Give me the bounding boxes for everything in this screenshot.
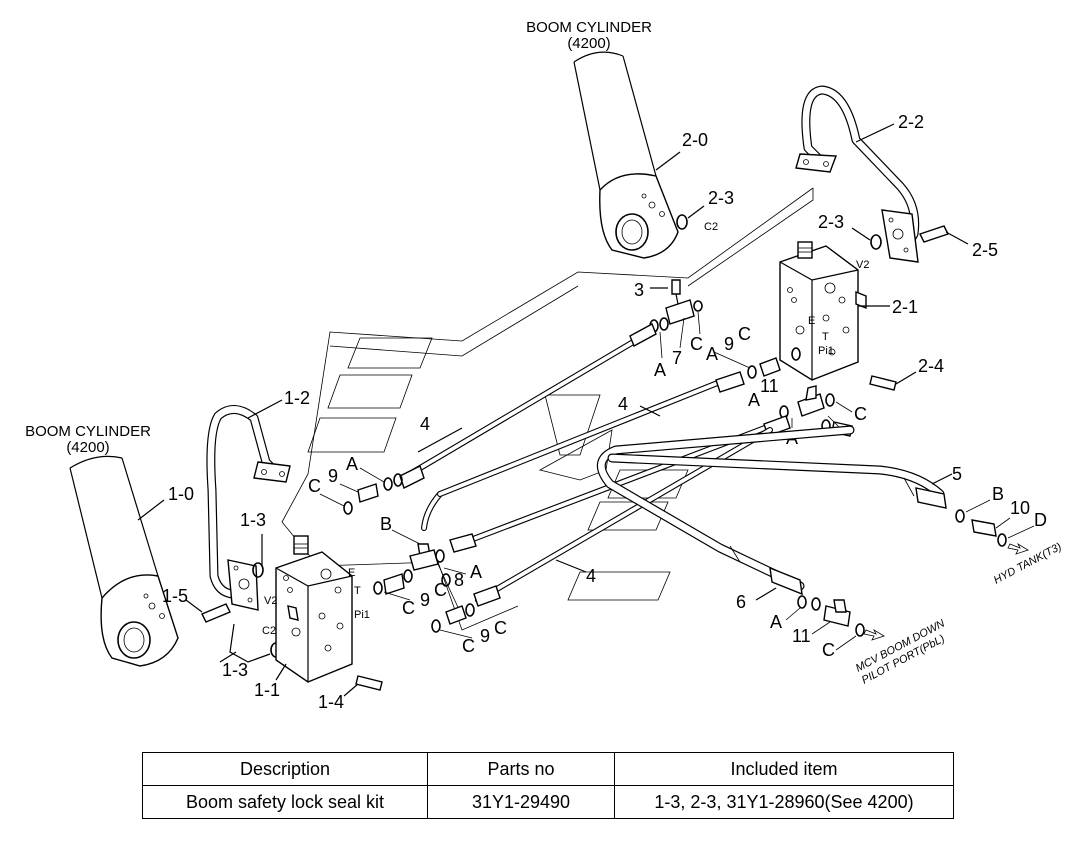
port-t-right: T bbox=[822, 331, 829, 343]
ring-label-a2: A bbox=[706, 344, 718, 364]
ring-label-c9: C bbox=[494, 618, 507, 638]
callout-2-3a: 2-3 bbox=[708, 188, 734, 208]
safety-valve-left: V2 E T Pi1 1-1 1-4 bbox=[254, 535, 383, 712]
cell-parts-no: 31Y1-29490 bbox=[427, 785, 615, 819]
ring-label-a5: A bbox=[770, 612, 782, 632]
note-hyd-tank: HYD TANK(T3) bbox=[992, 541, 1064, 587]
callout-1-4: 1-4 bbox=[318, 692, 344, 712]
cyl-right-title: BOOM CYLINDER bbox=[526, 19, 652, 36]
callout-3: 3 bbox=[634, 280, 644, 300]
boom-cylinder-left: BOOM CYLINDER (4200) 1-0 bbox=[25, 423, 194, 667]
callout-4a: 4 bbox=[420, 414, 430, 434]
ring-label-c8: C bbox=[462, 636, 475, 656]
hoses bbox=[399, 323, 947, 607]
ring-label-b1: B bbox=[380, 514, 392, 534]
port-v2-right: V2 bbox=[856, 259, 869, 271]
ring-label-c7: C bbox=[434, 580, 447, 600]
ring-label-c2: C bbox=[738, 324, 751, 344]
callout-11a: 11 bbox=[760, 376, 779, 396]
callout-1-2: 1-2 bbox=[284, 388, 310, 408]
callout-6: 6 bbox=[736, 592, 746, 612]
port-e-left: E bbox=[348, 567, 355, 579]
callout-1-5: 1-5 bbox=[162, 586, 188, 606]
callout-10: 10 bbox=[1010, 498, 1030, 518]
callout-2-2: 2-2 bbox=[898, 112, 924, 132]
callout-9c: 9 bbox=[420, 590, 430, 610]
ring-label-a3: A bbox=[748, 390, 760, 410]
callout-1-1: 1-1 bbox=[254, 680, 280, 700]
callout-2-5: 2-5 bbox=[972, 240, 998, 260]
mcv-pilot-fittings: A 11 C MCV BOOM DOWN PILOT PORT(PbL) bbox=[770, 595, 947, 687]
ring-label-a6: A bbox=[346, 454, 358, 474]
ring-label-c3: C bbox=[854, 404, 867, 424]
table-row: Boom safety lock seal kit 31Y1-29490 1-3… bbox=[142, 785, 954, 819]
ring-label-a1: A bbox=[654, 360, 666, 380]
callout-4c: 4 bbox=[586, 566, 596, 586]
parts-table: Description Parts no Included item Boom … bbox=[142, 752, 954, 819]
parts-table-header-row: Description Parts no Included item bbox=[142, 752, 954, 786]
callout-9d: 9 bbox=[480, 626, 490, 646]
header-description: Description bbox=[142, 752, 428, 786]
port-c2-left: C2 bbox=[262, 625, 276, 637]
callout-5: 5 bbox=[952, 464, 962, 484]
header-included-item: Included item bbox=[614, 752, 954, 786]
ring-label-b2: B bbox=[992, 484, 1004, 504]
port-pi1-left: Pi1 bbox=[354, 609, 370, 621]
boom-cylinder-right: BOOM CYLINDER (4200) 2-0 2-3 C2 bbox=[526, 19, 734, 259]
cyl-right-ref: (4200) bbox=[567, 35, 610, 52]
callout-2-4: 2-4 bbox=[918, 356, 944, 376]
callout-4b: 4 bbox=[618, 394, 628, 414]
cell-description: Boom safety lock seal kit bbox=[142, 785, 428, 819]
callout-1-0: 1-0 bbox=[168, 484, 194, 504]
callout-8: 8 bbox=[454, 570, 464, 590]
callout-2-0: 2-0 bbox=[682, 130, 708, 150]
callout-11b: 11 bbox=[792, 626, 811, 646]
fittings-center: A 9 C B 8 A C 9 C C 9 C bbox=[308, 454, 507, 656]
header-parts-no: Parts no bbox=[427, 752, 615, 786]
port-t-left: T bbox=[354, 585, 361, 597]
cell-included-item: 1-3, 2-3, 31Y1-28960(See 4200) bbox=[614, 785, 954, 819]
pipe-1-2: 1-2 1-3 1-5 C2 1-3 bbox=[162, 388, 310, 680]
safety-valve-right: V2 E T Pi1 2-1 2-4 bbox=[779, 241, 944, 391]
ring-label-c1: C bbox=[690, 334, 703, 354]
ring-label-d1: D bbox=[1034, 510, 1047, 530]
callout-2-3b: 2-3 bbox=[818, 212, 844, 232]
port-pi1-right: Pi1 bbox=[818, 345, 834, 357]
background-frame bbox=[281, 187, 814, 631]
callout-9b: 9 bbox=[328, 466, 338, 486]
ring-label-c4: C bbox=[822, 640, 835, 660]
callout-2-1: 2-1 bbox=[892, 297, 918, 317]
callout-1-3a: 1-3 bbox=[240, 510, 266, 530]
port-c2-right: C2 bbox=[704, 221, 718, 233]
tank-return-fittings: B 10 D HYD TANK(T3) bbox=[955, 484, 1064, 587]
ring-label-a7: A bbox=[470, 562, 482, 582]
ring-label-c5: C bbox=[308, 476, 321, 496]
port-v2-left: V2 bbox=[264, 595, 277, 607]
port-e-right: E bbox=[808, 315, 815, 327]
cyl-left-title: BOOM CYLINDER bbox=[25, 423, 151, 440]
callout-7: 7 bbox=[672, 348, 682, 368]
ring-label-c6: C bbox=[402, 598, 415, 618]
callout-9a: 9 bbox=[724, 334, 734, 354]
cyl-left-ref: (4200) bbox=[66, 439, 109, 456]
pipe-2-2: 2-2 2-3 2-5 bbox=[795, 85, 998, 263]
callout-1-3b: 1-3 bbox=[222, 660, 248, 680]
